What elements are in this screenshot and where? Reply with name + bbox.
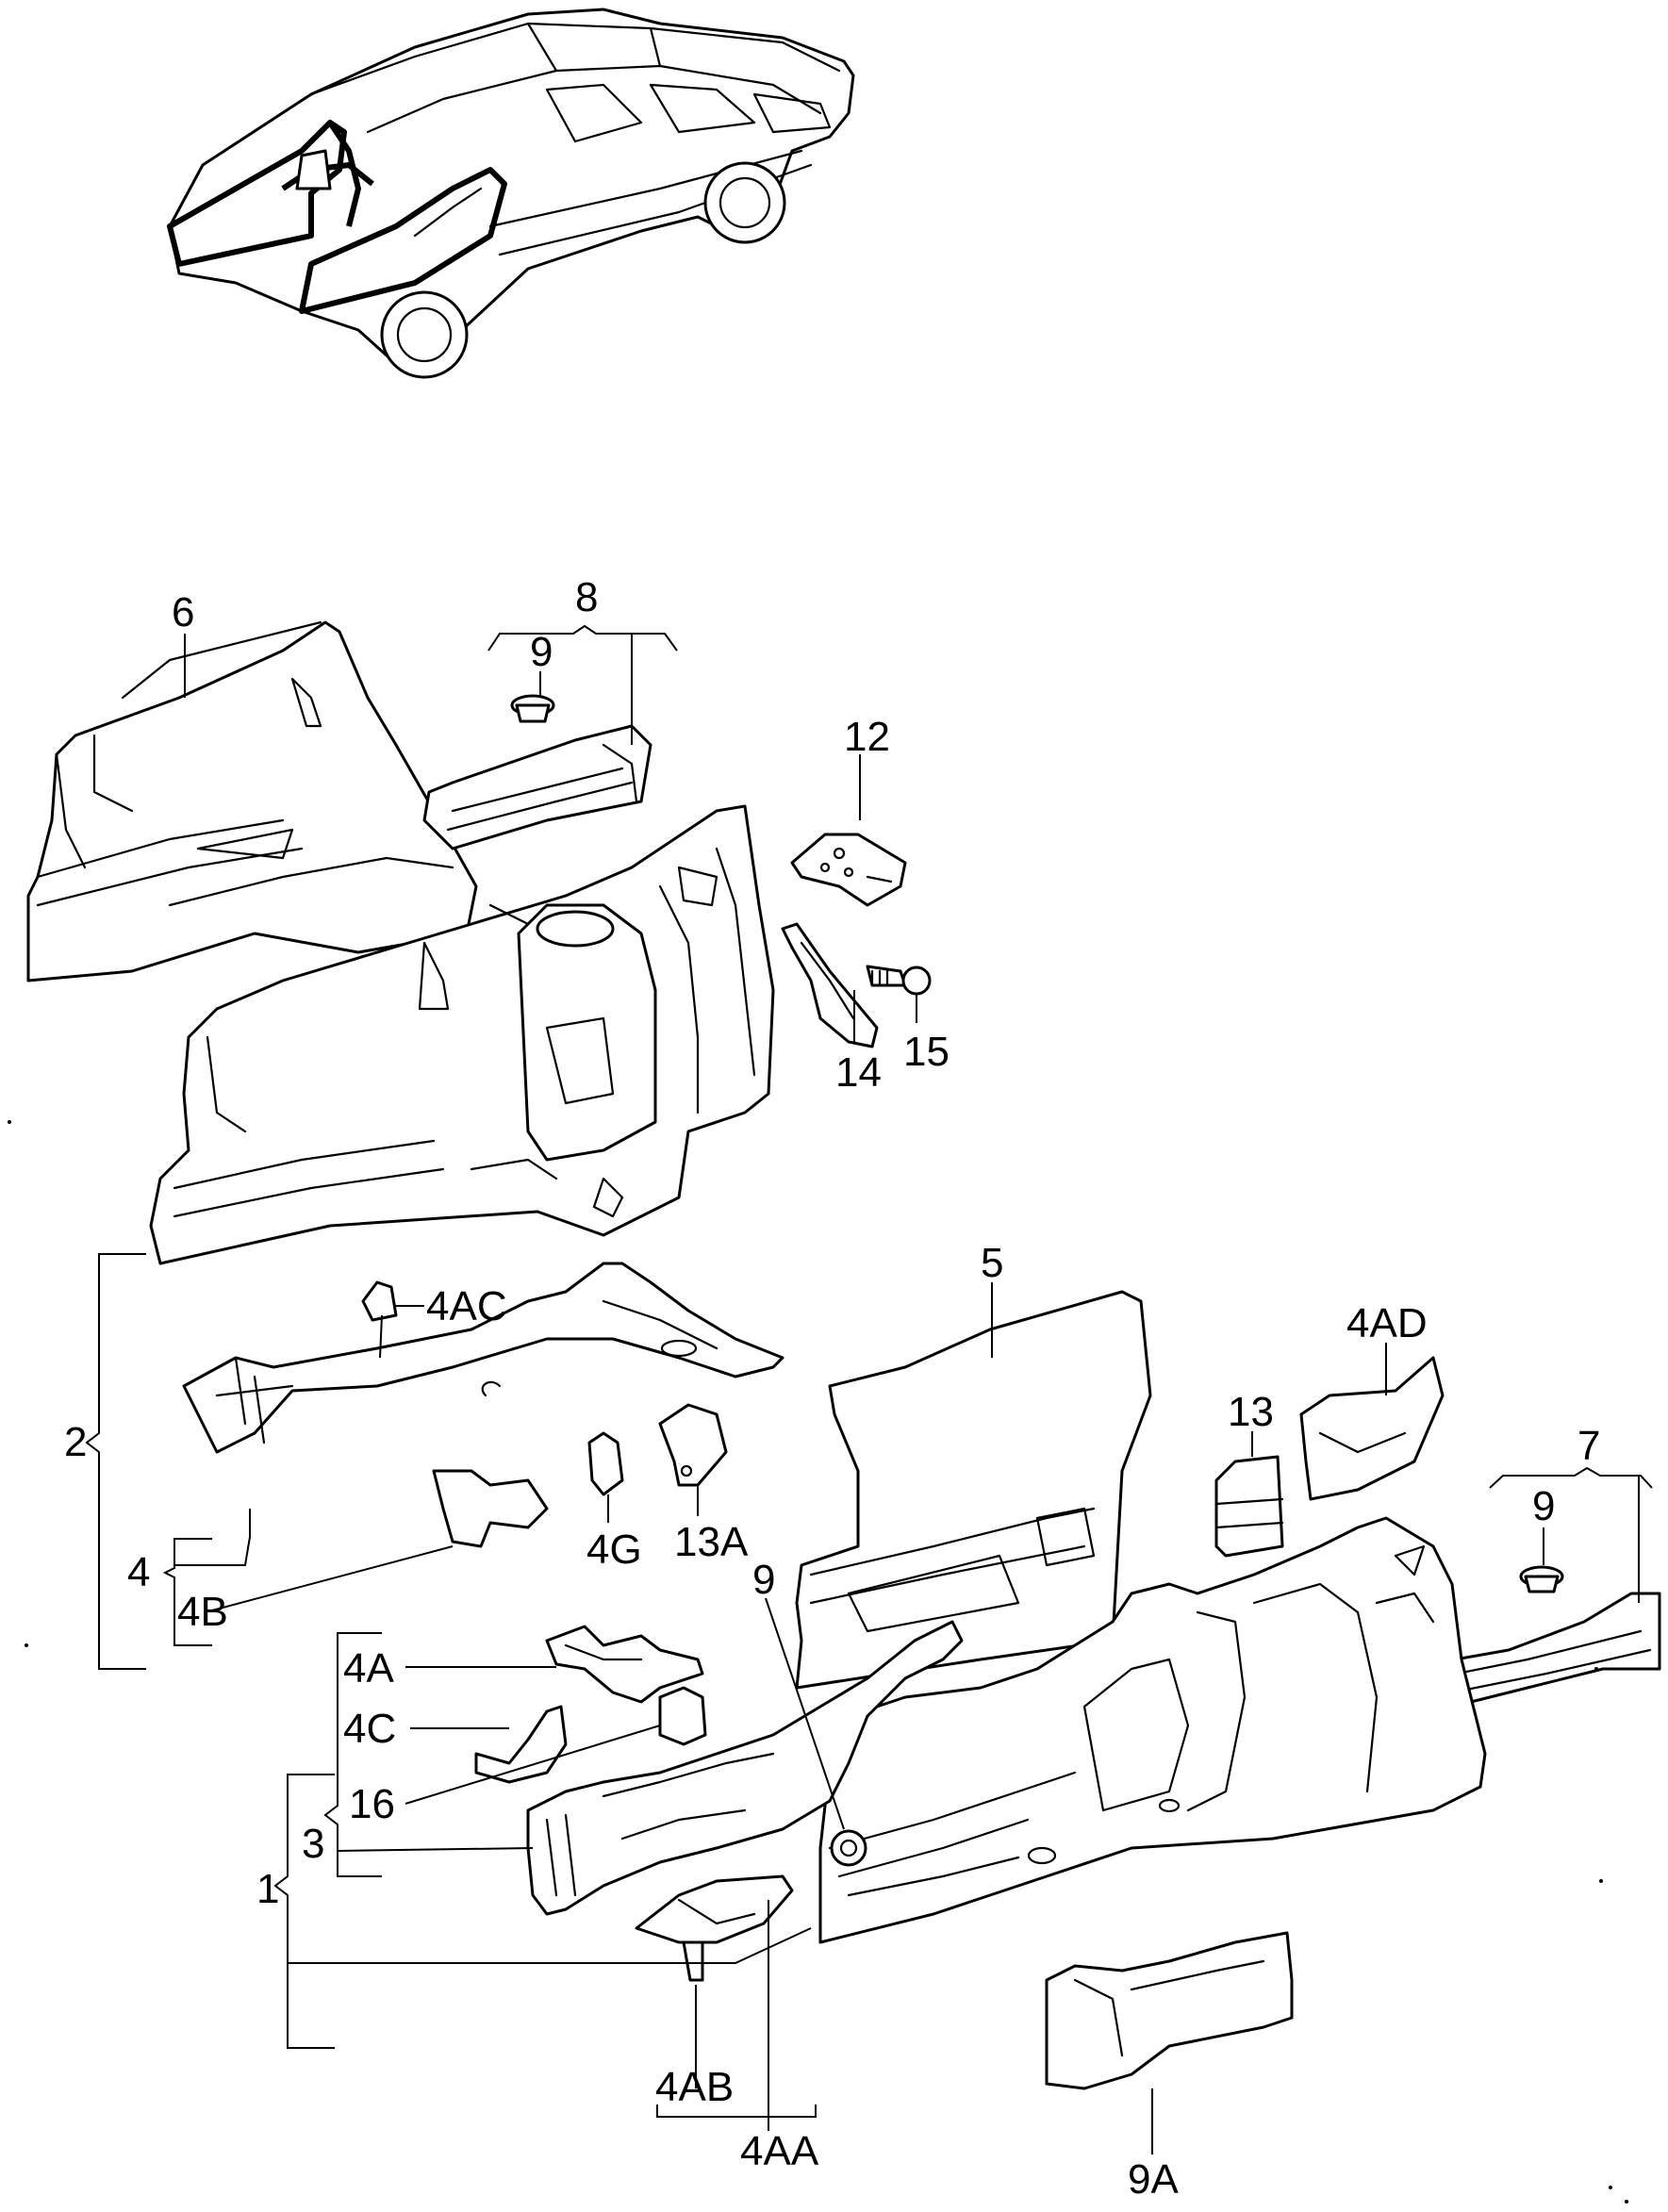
- part-9A-bracket: [1045, 1931, 1294, 2090]
- label-13: 13: [1228, 1389, 1274, 1435]
- part-4A-bracket: [545, 1625, 704, 1704]
- label-4B: 4B: [177, 1589, 228, 1635]
- part-4B-bracket: [432, 1469, 549, 1548]
- label-14: 14: [835, 1049, 882, 1096]
- part-8-rail: [422, 724, 652, 850]
- leader-lines: [85, 624, 1653, 2154]
- label-9A: 9A: [1128, 2156, 1179, 2203]
- label-4AA: 4AA: [740, 2128, 819, 2174]
- label-4: 4: [127, 1549, 150, 1595]
- callout-labels: 6 8 9 12 14 15 4AC 4G 13A 5 13 4AD 7 9 9…: [64, 574, 1600, 2203]
- label-9-middle: 9: [752, 1557, 775, 1603]
- part-4AC-bracket: [361, 1280, 398, 1322]
- part-9-grommet-middle: [830, 1829, 867, 1867]
- part-4AA-mount: [635, 1874, 794, 1982]
- label-5: 5: [981, 1240, 1003, 1286]
- label-13A: 13A: [674, 1519, 749, 1565]
- part-9-grommet-top: [510, 694, 555, 723]
- label-8: 8: [575, 574, 598, 620]
- part-12-bracket: [790, 833, 907, 907]
- part-2-longitudinal-member: [182, 1262, 784, 1454]
- label-2: 2: [64, 1419, 87, 1465]
- part-5-wheel-housing-right: [795, 1290, 1152, 1690]
- part-9-grommet-right: [1519, 1565, 1564, 1593]
- label-12: 12: [844, 714, 890, 760]
- label-15: 15: [903, 1029, 950, 1075]
- part-16-bracket: [658, 1686, 707, 1746]
- part-4C-bracket: [474, 1705, 568, 1784]
- label-3: 3: [302, 1821, 324, 1867]
- scan-specks: [8, 1120, 1628, 2204]
- part-6-wheel-housing-left: [26, 620, 478, 982]
- label-4G: 4G: [586, 1527, 642, 1573]
- part-4AD-bracket: [1299, 1356, 1445, 1501]
- part-3-longitudinal-member: [526, 1620, 964, 1916]
- part-14-bracket: [781, 922, 879, 1048]
- label-4AD: 4AD: [1346, 1300, 1428, 1346]
- label-1: 1: [256, 1866, 279, 1912]
- part-2-wheel-housing-assembly: [149, 804, 775, 1265]
- label-6: 6: [172, 589, 194, 636]
- label-4AC: 4AC: [426, 1283, 507, 1329]
- part-13-clip: [1214, 1455, 1284, 1558]
- label-9-right: 9: [1532, 1483, 1555, 1529]
- part-1-front-structure-assembly: [818, 1516, 1487, 1944]
- label-4A: 4A: [343, 1645, 394, 1692]
- label-4AB: 4AB: [655, 2064, 734, 2110]
- car-overview-illustration: [167, 8, 855, 379]
- part-15-screw: [866, 965, 932, 996]
- label-9-top: 9: [530, 629, 553, 675]
- label-7: 7: [1577, 1423, 1600, 1469]
- label-4C: 4C: [343, 1706, 396, 1752]
- label-16: 16: [349, 1781, 395, 1827]
- part-4G-bracket: [587, 1431, 624, 1496]
- part-13A-bracket: [658, 1403, 728, 1487]
